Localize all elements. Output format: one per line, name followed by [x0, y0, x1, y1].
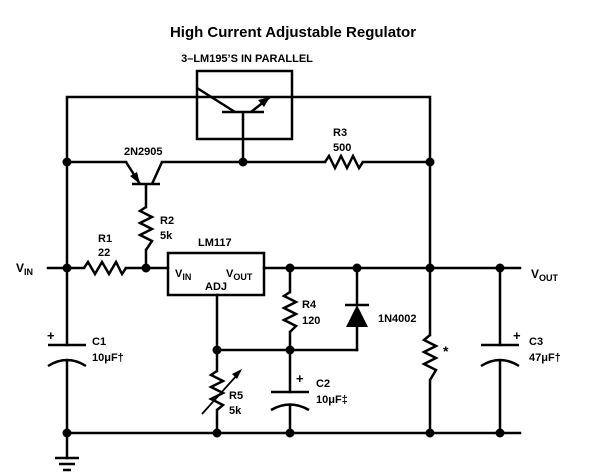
- c2-plus-sign: +: [296, 371, 304, 386]
- c1-value-label: 10μF†: [92, 352, 124, 364]
- r3-resistor: R3 500: [323, 127, 365, 171]
- lm195-transistor-array: [195, 69, 294, 141]
- junction-dot: [495, 428, 505, 438]
- r4-value-label: 120: [302, 315, 320, 327]
- junction-dot: [212, 345, 222, 355]
- c2-value-label: 10μF‡: [316, 394, 348, 406]
- junction-dot: [352, 263, 362, 273]
- junction-dot: [62, 428, 72, 438]
- junction-dot: [212, 428, 222, 438]
- star-resistor-mark: *: [443, 343, 449, 359]
- c3-plus-sign: +: [513, 328, 521, 343]
- lm117-label: LM117: [198, 237, 232, 249]
- r3-value-label: 500: [333, 142, 351, 154]
- d1-diode: 1N4002: [345, 303, 417, 327]
- r2-value-label: 5k: [160, 230, 173, 242]
- lm117-adj-pin: ADJ: [205, 281, 227, 293]
- lm117-vout-pin: VOUT: [226, 268, 253, 282]
- r2-name-label: R2: [160, 215, 174, 227]
- vout-node-label: VOUT: [531, 267, 559, 283]
- q1-transistor: 2N2905: [124, 146, 164, 188]
- c3-capacitor: + C3 47μF†: [480, 328, 561, 368]
- junction-dot: [141, 263, 151, 273]
- c1-name-label: C1: [92, 336, 106, 348]
- r1-value-label: 22: [98, 247, 110, 259]
- c1-capacitor: + C1 10μF†: [47, 328, 124, 368]
- junction-dot: [425, 157, 435, 167]
- c3-value-label: 47μF†: [529, 352, 561, 364]
- d1-label: 1N4002: [378, 313, 417, 325]
- c2-name-label: C2: [316, 378, 330, 390]
- r1-name-label: R1: [98, 233, 112, 245]
- star-resistor: *: [421, 334, 449, 381]
- r2-resistor: R2 5k: [137, 205, 174, 251]
- junction-dot: [425, 428, 435, 438]
- c2-capacitor: + C2 10μF‡: [270, 371, 348, 412]
- ground-symbol: [55, 456, 79, 472]
- junction-dot: [238, 157, 248, 167]
- junction-dot: [62, 263, 72, 273]
- r5-potentiometer: R5 5k: [201, 369, 243, 417]
- lm117-vin-pin: VIN: [175, 268, 191, 282]
- junction-dot: [285, 428, 295, 438]
- r4-name-label: R4: [302, 299, 317, 311]
- junction-dot: [62, 157, 72, 167]
- junction-dot: [285, 345, 295, 355]
- r1-resistor: R1 22: [82, 233, 128, 277]
- c3-name-label: C3: [529, 336, 543, 348]
- c1-plus-sign: +: [47, 328, 55, 343]
- junction-dots: [62, 157, 505, 438]
- r5-name-label: R5: [229, 390, 243, 402]
- lm117-regulator: LM117 VIN VOUT ADJ: [166, 237, 266, 297]
- r3-name-label: R3: [333, 127, 347, 139]
- junction-dot: [425, 263, 435, 273]
- junction-dot: [495, 263, 505, 273]
- r4-resistor: R4 120: [281, 290, 320, 333]
- r5-value-label: 5k: [229, 405, 242, 417]
- diagram-title: High Current Adjustable Regulator: [170, 24, 416, 41]
- vin-node-label: VIN: [16, 261, 33, 277]
- q1-label: 2N2905: [124, 146, 163, 158]
- junction-dot: [285, 263, 295, 273]
- transistor-array-label: 3–LM195’S IN PARALLEL: [181, 53, 313, 65]
